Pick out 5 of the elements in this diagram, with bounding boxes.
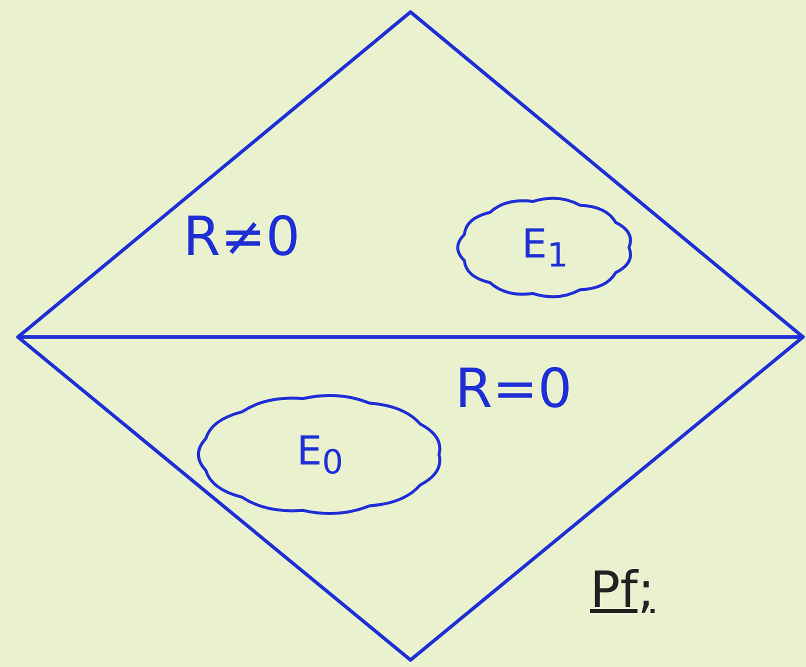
set-label: E$_{0}$: [296, 430, 344, 478]
set-label: E$_{1}$: [520, 224, 570, 272]
condition-label: R≠0: [183, 210, 300, 264]
condition-label: R=0: [455, 362, 572, 416]
note-label: Pf;: [590, 565, 655, 615]
